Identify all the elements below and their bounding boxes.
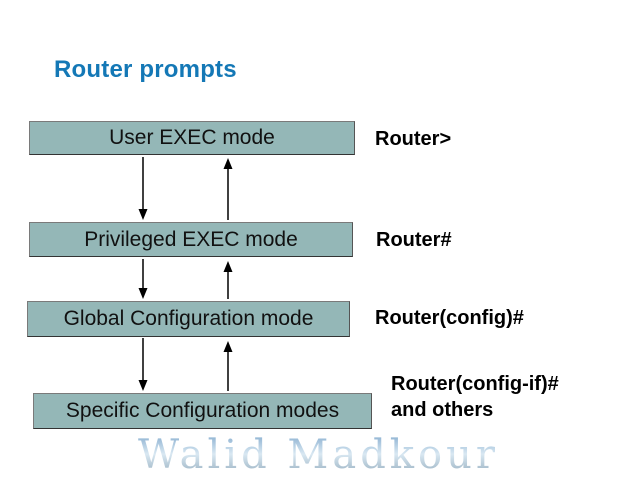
- mode-box-user-exec-label: User EXEC mode: [109, 126, 275, 149]
- mode-box-privileged-exec-label: Privileged EXEC mode: [84, 227, 298, 251]
- arrow-up-3: [223, 341, 233, 391]
- arrow-down-2: [138, 259, 148, 299]
- prompt-global-config: Router(config)#: [375, 307, 524, 329]
- arrow-up-2: [223, 261, 233, 299]
- mode-box-specific-config: Specific Configuration modes: [33, 393, 372, 429]
- mode-box-privileged-exec: Privileged EXEC mode: [29, 222, 353, 257]
- prompt-specific-config: Router(config-if)# and others: [391, 371, 559, 423]
- watermark: Walid Madkour: [138, 432, 500, 478]
- arrow-down-3: [138, 338, 148, 391]
- mode-box-global-config-label: Global Configuration mode: [63, 307, 314, 330]
- mode-box-specific-config-label: Specific Configuration modes: [65, 399, 340, 422]
- prompt-user-exec: Router>: [375, 128, 452, 150]
- page-title: Router prompts: [54, 56, 237, 83]
- arrow-down-1: [138, 157, 148, 220]
- mode-box-global-config: Global Configuration mode: [27, 301, 350, 337]
- arrow-up-1: [223, 158, 233, 220]
- prompt-specific-config-line2: and others: [391, 399, 494, 421]
- mode-box-user-exec: User EXEC mode: [29, 121, 355, 155]
- prompt-privileged-exec: Router#: [376, 229, 452, 251]
- prompt-specific-config-line1: Router(config-if)#: [391, 373, 559, 395]
